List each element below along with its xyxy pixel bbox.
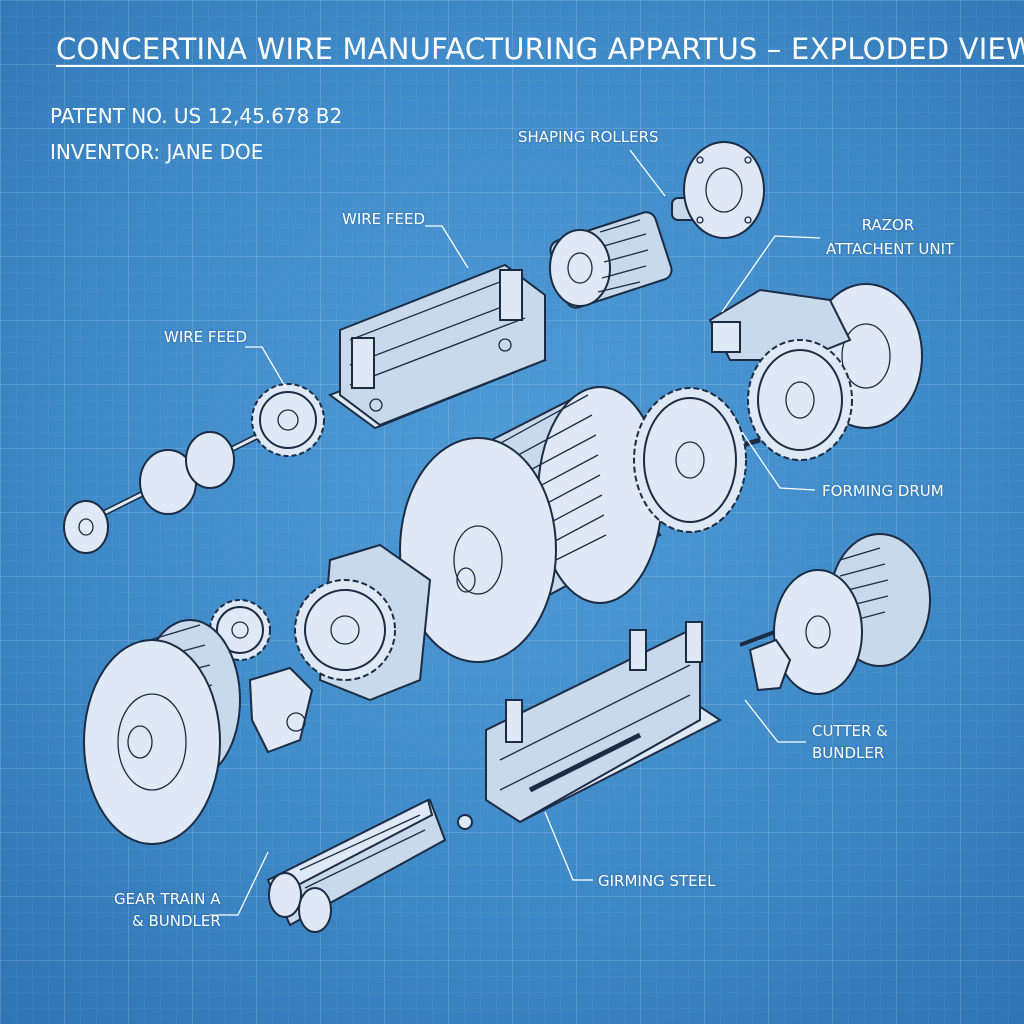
label-shaping-rollers: SHAPING ROLLERS bbox=[518, 128, 659, 146]
inventor-name: INVENTOR: JANE DOE bbox=[50, 140, 264, 164]
label-forming-steel: GIRMING STEEL bbox=[598, 872, 716, 890]
shaping-roller-front bbox=[549, 211, 673, 309]
leader-forming-drum bbox=[741, 431, 816, 491]
output-spool-right bbox=[739, 533, 931, 695]
cutter-bundler-frame bbox=[485, 621, 722, 824]
label-gear-train-line1: GEAR TRAIN A bbox=[114, 890, 221, 908]
leader-wire-feed-left bbox=[245, 346, 287, 389]
label-razor-line2: ATTACHENT UNIT bbox=[826, 240, 955, 258]
leader-razor-unit bbox=[721, 235, 821, 313]
gear-train-bundler-unit bbox=[266, 798, 473, 933]
wire-feed-shaft-left bbox=[63, 417, 292, 554]
forming-drum bbox=[399, 386, 663, 663]
leader-shaping-rollers bbox=[629, 149, 666, 197]
label-wire-feed-top: WIRE FEED bbox=[342, 210, 426, 228]
gear-train-left bbox=[209, 543, 432, 754]
wire-feed-gear-left bbox=[251, 383, 325, 457]
label-cutter-line1: CUTTER & bbox=[812, 722, 888, 740]
leader-gear-train bbox=[210, 851, 269, 916]
leader-wire-feed-top bbox=[425, 225, 469, 269]
leader-lines bbox=[210, 149, 821, 916]
label-wire-feed-left: WIRE FEED bbox=[164, 328, 248, 346]
wire-feed-frame bbox=[327, 263, 548, 430]
forming-drum-gear bbox=[633, 387, 761, 533]
razor-attachment-unit bbox=[708, 283, 923, 461]
shaping-roller-rear bbox=[671, 141, 765, 239]
supply-spool-left bbox=[83, 619, 241, 845]
patent-number: PATENT NO. US 12,45.678 B2 bbox=[50, 104, 343, 128]
leader-forming-steel bbox=[544, 811, 593, 881]
label-cutter-line2: BUNDLER bbox=[812, 744, 885, 762]
diagram-title: CONCERTINA WIRE MANUFACTURING APPARTUS –… bbox=[56, 32, 1024, 66]
leader-cutter-bundler bbox=[744, 699, 806, 743]
label-forming-drum: FORMING DRUM bbox=[822, 482, 944, 500]
label-gear-train-line2: & BUNDLER bbox=[132, 912, 221, 930]
label-razor-line1: RAZOR bbox=[861, 216, 915, 234]
